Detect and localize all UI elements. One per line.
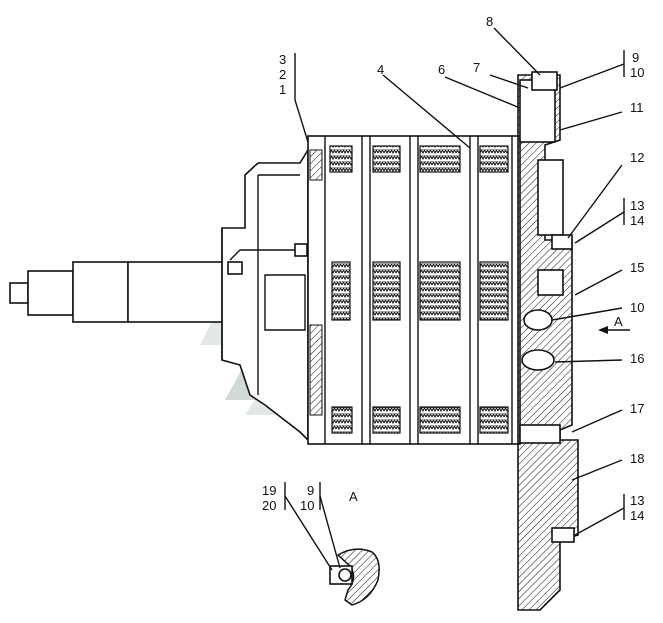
housing <box>221 147 309 442</box>
callout-4: 4 <box>377 62 384 77</box>
callout-20: 20 <box>262 498 276 513</box>
callout-14: 14 <box>630 213 644 228</box>
callout-9b: 9 <box>307 483 314 498</box>
leader-lines <box>284 27 625 571</box>
callout-13b: 13 <box>630 493 644 508</box>
callout-10b: 10 <box>630 300 644 315</box>
view-a-title: A <box>349 489 358 504</box>
callout-11: 11 <box>630 100 644 115</box>
callout-9: 9 <box>632 50 639 65</box>
callout-8: 8 <box>486 14 493 29</box>
view-arrow-a <box>598 326 630 334</box>
callout-3: 3 <box>279 52 286 67</box>
callout-7: 7 <box>473 60 480 75</box>
view-a-detail <box>329 548 380 606</box>
callout-10c: 10 <box>300 498 314 513</box>
callout-6: 6 <box>438 62 445 77</box>
callout-18: 18 <box>630 451 644 466</box>
callout-2: 2 <box>279 67 286 82</box>
callout-17: 17 <box>630 401 644 416</box>
clutch-pack <box>307 135 521 445</box>
callout-10: 10 <box>630 65 644 80</box>
callout-labels: 3 2 1 4 6 7 8 9 10 11 12 13 14 15 10 16 … <box>262 14 644 523</box>
cover-flange <box>517 71 579 611</box>
callout-1: 1 <box>279 82 286 97</box>
callout-14b: 14 <box>630 508 644 523</box>
input-shaft <box>9 261 224 323</box>
callout-15: 15 <box>630 260 644 275</box>
callout-19: 19 <box>262 483 276 498</box>
callout-16: 16 <box>630 351 644 366</box>
callout-12: 12 <box>630 150 644 165</box>
callout-13: 13 <box>630 198 644 213</box>
view-arrow-label: A <box>614 314 623 329</box>
